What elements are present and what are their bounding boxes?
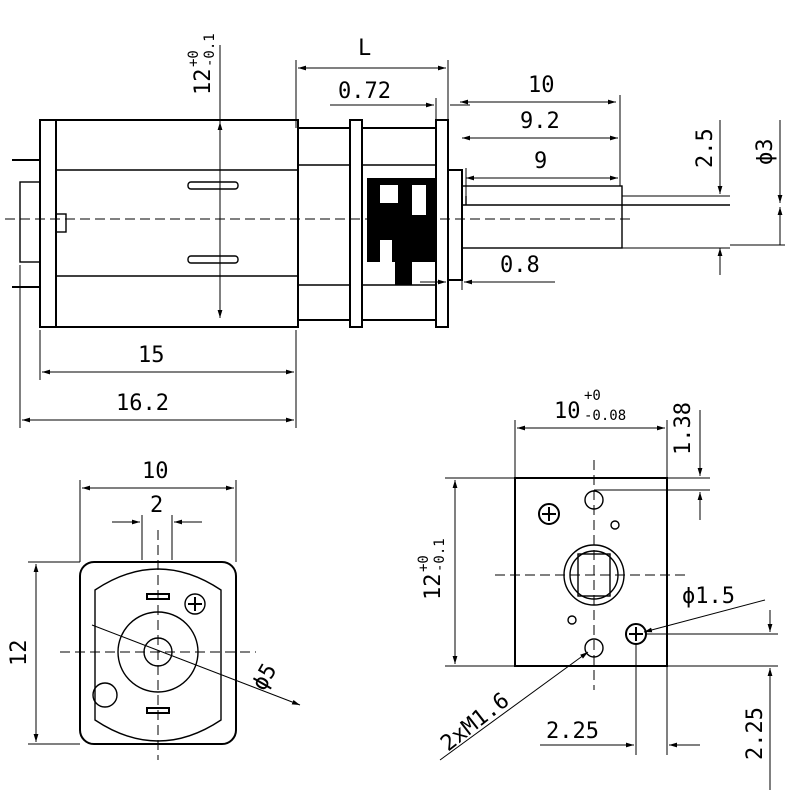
dim-2: 2 [150,493,163,518]
dim-phi5: ϕ5 [248,660,283,695]
dim-screws: 2xM1.6 [436,688,514,757]
end-view-motor: 10 2 12 ϕ5 [7,459,301,760]
dim-9: 9 [534,149,547,174]
tol-up-front-v: +0 [416,555,432,572]
dim-phi15: ϕ1.5 [682,584,735,609]
dim-12-left: 12 [7,640,32,667]
dim-225-v: 2.25 [743,707,768,760]
dim-phi3: ϕ3 [753,139,778,166]
tol-up-front: +0 [584,388,601,404]
tol-down-front-v: -0.1 [432,538,448,572]
dim-10-front: 10 [554,399,581,424]
dim-L: L [358,36,371,61]
tol-down-top: -0.1 [202,33,218,67]
dim-072: 0.72 [338,79,391,104]
dim-12-top: 12 [191,69,216,96]
dim-25: 2.5 [693,128,718,168]
side-view [5,45,730,328]
side-view-dimensions: L 0.72 10 9.2 9 2.5 ϕ3 0.8 [19,33,785,428]
dim-15: 15 [138,343,165,368]
dim-138: 1.38 [671,402,696,455]
front-view-dimensions: 10 +0 -0.08 1.38 12 +0 -0.1 ϕ1.5 2xM1.6 … [416,388,778,790]
dim-12-front: 12 [421,574,446,601]
dim-225-h: 2.25 [546,719,599,744]
tol-up-top: +0 [186,50,202,67]
dim-10-end: 10 [142,459,169,484]
front-view-gearbox [495,460,690,690]
dim-10-shaft: 10 [528,73,555,98]
dim-162: 16.2 [116,391,169,416]
dim-08: 0.8 [500,253,540,278]
tol-down-front: -0.08 [584,408,626,424]
dim-92: 9.2 [520,109,560,134]
